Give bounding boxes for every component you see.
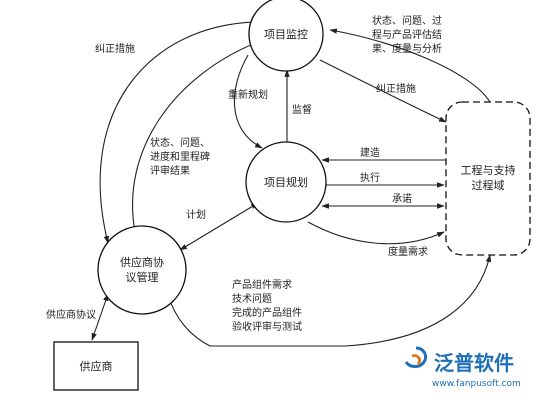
label-measure: 度量需求 [388, 245, 428, 258]
edge-supplier-mgmt-to-monitor [131, 41, 259, 233]
label-status-top-2: 程与产品评估结 [372, 28, 442, 41]
edge-supplier-mgmt-supplier [91, 293, 109, 341]
label-commit: 承诺 [392, 193, 412, 205]
label-replan: 重新规划 [228, 88, 268, 101]
label-build: 建造 [360, 146, 380, 159]
edge-planning-to-engineering-measure [307, 221, 445, 245]
watermark-brand: 泛普软件 [434, 351, 514, 375]
node-supplier-mgmt-label-1: 供应商协 [120, 255, 164, 269]
watermark-url: www.fanpusoft.com [432, 379, 521, 389]
label-supplier-agreement: 供应商协议 [46, 308, 96, 321]
label-status-mid-1: 状态、问题、 [150, 136, 210, 149]
edge-engineering-to-monitor [329, 28, 491, 103]
edge-monitor-to-engineering [319, 59, 447, 123]
node-planning-label: 项目规划 [264, 175, 308, 189]
label-status-mid-3: 评审结果 [150, 164, 190, 177]
node-engineering [445, 101, 531, 256]
node-engineering-label-1: 工程与支持 [461, 163, 516, 177]
label-component-1: 产品组件需求 [232, 278, 292, 291]
node-supplier-label: 供应商 [80, 359, 113, 373]
watermark: 泛普软件 www.fanpusoft.com [404, 346, 521, 389]
label-component-2: 技术问题 [232, 292, 272, 305]
label-corrective-left: 纠正措施 [95, 42, 135, 55]
edge-engineering-supplier-mgmt-loop [167, 254, 492, 347]
label-component-3: 完成的产品组件 [232, 306, 302, 319]
label-supervise: 监督 [292, 103, 312, 116]
node-monitor [248, 0, 324, 72]
label-execute: 执行 [360, 171, 380, 184]
edge-planning-supplier-mgmt-plan [179, 202, 259, 251]
node-supplier-mgmt [97, 225, 187, 315]
label-component-4: 验收评审与测试 [232, 320, 302, 333]
node-engineering-label-2: 过程域 [472, 179, 505, 192]
label-status-top-3: 果、度量与分析 [372, 42, 442, 55]
label-corrective-right: 纠正措施 [376, 82, 416, 95]
brand-logo-icon [404, 346, 428, 368]
label-plan: 计划 [186, 208, 206, 221]
label-status-mid-2: 进度和里程碑 [150, 150, 210, 163]
node-supplier-mgmt-label-2: 议管理 [126, 270, 159, 284]
node-supplier [53, 341, 139, 391]
edge-monitor-to-supplier-mgmt [99, 21, 257, 244]
node-monitor-label: 项目监控 [264, 27, 308, 41]
edge-monitor-to-planning [233, 54, 263, 149]
label-status-top-1: 状态、问题、过 [372, 14, 442, 27]
node-planning [245, 141, 327, 223]
